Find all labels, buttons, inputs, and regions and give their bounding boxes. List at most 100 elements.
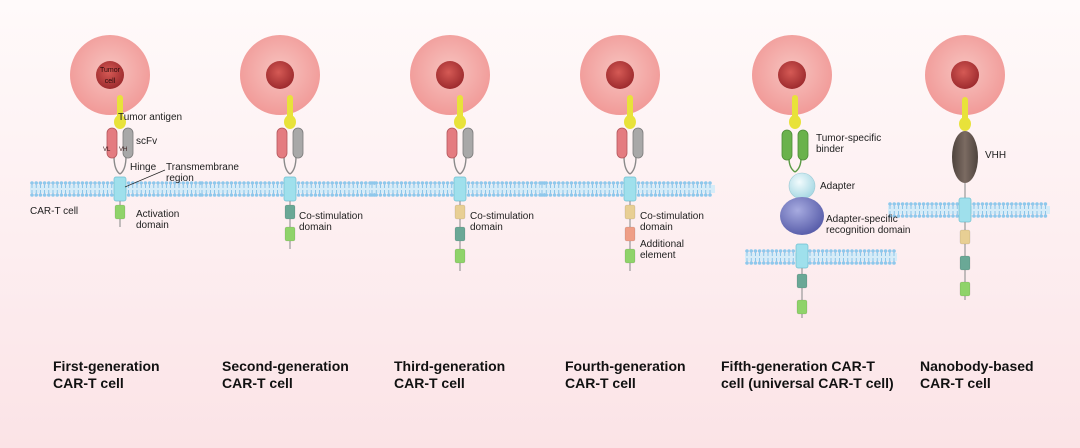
- lipid-head: [492, 181, 496, 185]
- lipid-head: [217, 193, 221, 197]
- label-transmembrane-line: Transmembrane: [166, 162, 239, 173]
- lipid-head: [548, 193, 553, 197]
- lipid-head: [808, 249, 812, 253]
- lipid-head: [504, 181, 509, 185]
- lipid-head: [63, 193, 68, 197]
- label-activation-domain-line: domain: [136, 220, 169, 231]
- lipid-head: [275, 193, 280, 197]
- lipid-head: [1022, 202, 1027, 206]
- label-additional-element-line: element: [640, 250, 676, 261]
- label-adapter: Adapter: [820, 181, 856, 192]
- lipid-head: [143, 181, 148, 185]
- lipid-head: [200, 193, 204, 197]
- lipid-head: [395, 181, 400, 185]
- label-tumor-specific-binder-line: Tumor-specific: [816, 133, 881, 144]
- hinge-link: [623, 155, 637, 175]
- lipid-head: [59, 181, 64, 185]
- lipid-head: [892, 249, 896, 253]
- lipid-head: [343, 193, 347, 197]
- tumor-cells-layer: [70, 35, 1005, 115]
- lipid-head: [607, 193, 611, 197]
- tumor-cell-label-line: cell: [105, 78, 116, 85]
- label-tumor-antigen: Tumor antigen: [118, 112, 182, 123]
- lipid-head: [762, 261, 766, 265]
- lipid-head: [770, 249, 774, 253]
- lipid-head: [433, 193, 437, 197]
- lipid-head: [557, 181, 561, 185]
- lipid-head: [1035, 202, 1039, 206]
- lipid-head: [173, 181, 177, 185]
- lipid-head: [225, 193, 229, 197]
- tumor-antigen-head: [789, 115, 801, 129]
- vl-domain: [276, 127, 288, 159]
- lipid-head: [42, 193, 47, 197]
- lipid-head: [408, 181, 412, 185]
- lipid-head: [420, 193, 425, 197]
- lipid-head: [850, 249, 854, 253]
- lipid-head: [1014, 202, 1018, 206]
- lipid-head: [820, 261, 825, 265]
- lipid-head: [475, 181, 479, 185]
- vh-domain: [292, 127, 304, 159]
- lipid-head: [825, 249, 829, 253]
- lipid-head: [582, 181, 586, 185]
- lipid-head: [445, 181, 450, 185]
- activation-domain: [796, 299, 808, 315]
- lipid-head: [582, 193, 586, 197]
- lipid-head: [825, 261, 829, 265]
- lipid-head: [34, 181, 38, 185]
- lipid-head: [757, 249, 762, 253]
- lipid-head: [525, 193, 530, 197]
- lipid-head: [989, 214, 993, 218]
- lipid-head: [854, 249, 858, 253]
- lipid-head: [892, 214, 896, 218]
- lipid-head: [1018, 214, 1022, 218]
- lipid-head: [93, 193, 97, 197]
- lipid-head: [783, 249, 787, 253]
- tumor-antigen-head: [624, 115, 636, 129]
- lipid-head: [695, 181, 700, 185]
- lipid-head: [930, 214, 934, 218]
- tumor-nucleus: [778, 61, 806, 89]
- lipid-head: [578, 181, 582, 185]
- label-vh-line: VH: [119, 147, 127, 153]
- label-transmembrane-line: region: [166, 173, 194, 184]
- lipid-head: [875, 249, 879, 253]
- transmembrane-region: [113, 176, 127, 202]
- lipid-head: [657, 193, 662, 197]
- lipid-head: [674, 193, 679, 197]
- lipid-head: [412, 193, 416, 197]
- tumor-nucleus: [606, 61, 634, 89]
- lipid-head: [695, 193, 700, 197]
- lipid-head: [561, 181, 565, 185]
- lipid-head: [143, 193, 148, 197]
- lipid-head: [305, 181, 309, 185]
- lipid-head: [934, 202, 938, 206]
- lipid-head: [471, 181, 475, 185]
- vl-domain: [616, 127, 628, 159]
- activation-domain: [284, 226, 296, 242]
- lipid-head: [641, 181, 645, 185]
- label-tumor-antigen-line: Tumor antigen: [118, 112, 182, 123]
- lipid-head: [147, 193, 152, 197]
- lipid-head: [221, 193, 225, 197]
- lipid-head: [867, 249, 871, 253]
- lipid-head: [938, 214, 943, 218]
- vh-domain: [122, 127, 134, 159]
- lipid-head: [888, 261, 892, 265]
- lipid-head: [917, 214, 922, 218]
- lipid-head: [80, 193, 85, 197]
- lipid-head: [382, 181, 387, 185]
- lipid-head: [841, 261, 846, 265]
- lipid-head: [615, 181, 620, 185]
- lipid-head: [76, 181, 80, 185]
- lipid-head: [370, 193, 374, 197]
- lipid-head: [259, 193, 263, 197]
- caption-fourth-generation: Fourth-generation CAR-T cell: [565, 358, 686, 391]
- lipid-head: [84, 193, 89, 197]
- lipid-head: [238, 181, 242, 185]
- lipid-head: [387, 193, 391, 197]
- binder-domain-right: [797, 129, 809, 161]
- lipid-head: [296, 193, 301, 197]
